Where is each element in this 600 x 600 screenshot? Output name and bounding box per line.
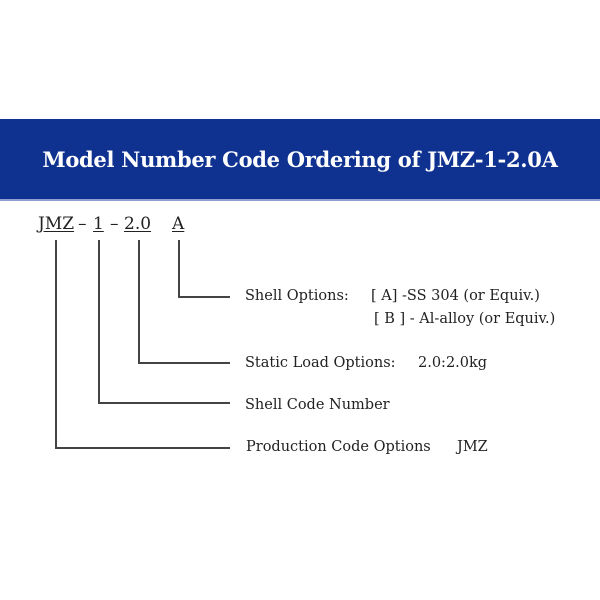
static-load-value: 2.0:2.0kg: [418, 355, 488, 371]
page-title: Model Number Code Ordering of JMZ-1-2.0A: [42, 146, 558, 172]
static-load-label: Static Load Options:: [245, 355, 396, 371]
code-segment-load: 2.0: [124, 214, 152, 234]
code-segment-jmz: JMZ: [38, 214, 75, 234]
connector-shell-horizontal: [98, 402, 230, 404]
code-separator: –: [110, 214, 119, 234]
production-code-label: Production Code Options: [246, 439, 431, 455]
title-banner: Model Number Code Ordering of JMZ-1-2.0A: [0, 119, 600, 201]
connector-production-vertical: [55, 240, 57, 448]
connector-load-horizontal: [138, 362, 230, 364]
shell-code-label: Shell Code Number: [245, 397, 390, 413]
connector-load-vertical: [138, 240, 140, 363]
production-code-value: JMZ: [457, 439, 488, 455]
connector-a-horizontal: [178, 296, 230, 298]
shell-option-a: [ A] -SS 304 (or Equiv.): [371, 288, 540, 304]
code-separator: –: [78, 214, 87, 234]
code-segment-shell-option: A: [172, 214, 185, 234]
connector-a-vertical: [178, 240, 180, 297]
code-segment-shell: 1: [93, 214, 104, 234]
shell-option-b: [ B ] - Al-alloy (or Equiv.): [374, 311, 556, 327]
shell-options-label: Shell Options:: [245, 288, 349, 304]
connector-production-horizontal: [55, 447, 230, 449]
connector-shell-vertical: [98, 240, 100, 403]
